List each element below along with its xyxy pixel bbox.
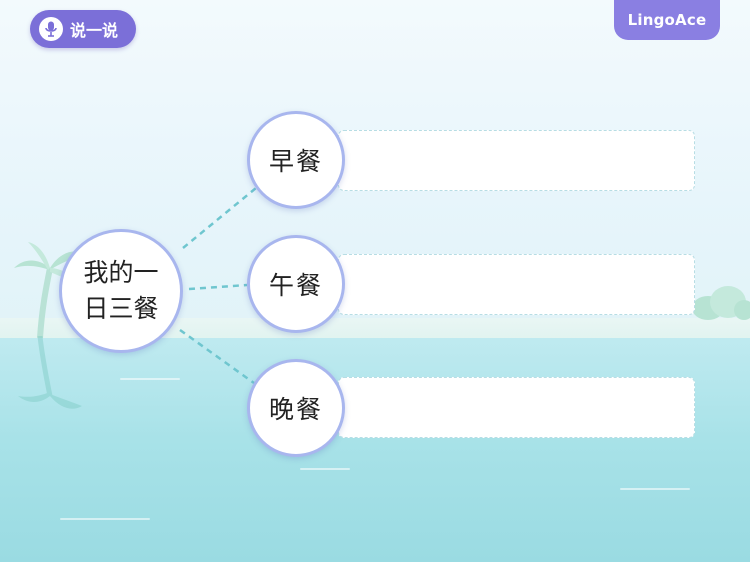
palm-tree-reflection-icon <box>18 336 82 409</box>
connector-dinner <box>179 328 255 385</box>
dinner-answer-box[interactable] <box>338 377 695 438</box>
dinner-label: 晚餐 <box>268 395 323 424</box>
connector-lunch <box>188 283 248 291</box>
lunch-answer-box[interactable] <box>338 254 695 315</box>
central-topic-node: 我的一日三餐 <box>59 229 183 353</box>
background-sea <box>0 338 750 562</box>
speak-button[interactable]: 说一说 <box>30 10 136 48</box>
lingoace-logo: LingoAce <box>614 0 720 40</box>
breakfast-label: 早餐 <box>268 147 323 176</box>
breakfast-answer-box[interactable] <box>338 130 695 191</box>
speak-button-label: 说一说 <box>70 21 119 40</box>
lunch-node: 午餐 <box>247 235 345 333</box>
dinner-node: 晚餐 <box>247 359 345 457</box>
central-topic-text: 我的一日三餐 <box>83 258 159 323</box>
breakfast-node: 早餐 <box>247 111 345 209</box>
bush-icon <box>692 286 750 320</box>
logo-text: LingoAce <box>627 11 707 29</box>
microphone-icon <box>39 17 63 41</box>
lunch-label: 午餐 <box>268 271 323 300</box>
connector-breakfast <box>182 187 257 249</box>
